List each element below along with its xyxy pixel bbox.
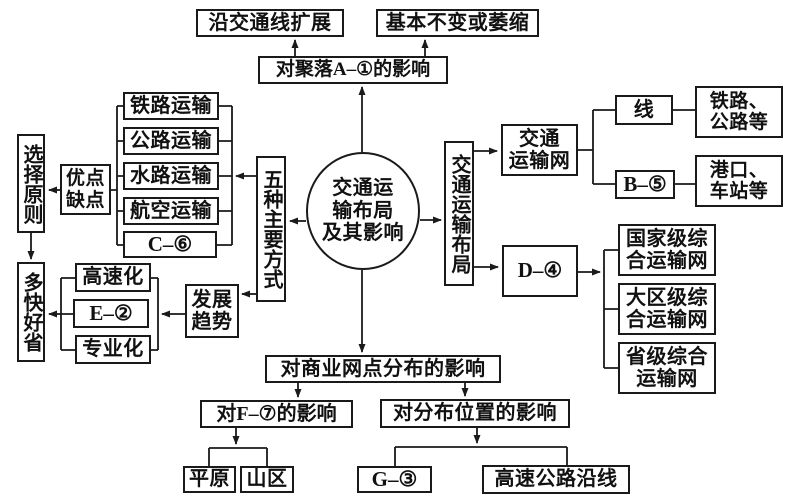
node-pros-cons: 优点 缺点 — [60, 164, 111, 215]
node-expand-along-lines: 沿交通线扩展 — [196, 9, 344, 37]
node-f7-impact: 对F–⑦的影响 — [200, 400, 353, 428]
node-port-station-etc: 港口、 车站等 — [695, 155, 783, 207]
node-high-speed: 高速化 — [75, 263, 151, 292]
node-five-modes: 五种主要方式 — [256, 156, 286, 302]
node-settlement-impact: 对聚落A–①的影响 — [258, 56, 448, 84]
node-line: 线 — [615, 95, 673, 125]
node-unchanged-or-shrink: 基本不变或萎缩 — [376, 9, 539, 37]
node-expressway: 高速公路沿线 — [482, 465, 630, 494]
node-duo-kuai-hao-sheng: 多快好省 — [17, 262, 45, 362]
node-selection-principle: 选择原则 — [17, 134, 45, 233]
node-rail-road-etc: 铁路、 公路等 — [695, 86, 783, 138]
node-e2: E–② — [73, 299, 149, 328]
node-g3: G–③ — [357, 466, 432, 493]
bracket-trends-right — [151, 277, 159, 351]
bracket-g3-expressway — [394, 446, 568, 466]
node-mountain: 山区 — [240, 466, 294, 493]
node-location-impact: 对分布位置的影响 — [380, 399, 570, 428]
node-commercial-impact: 对商业网点分布的影响 — [265, 355, 501, 383]
node-center-topic: 交通运 输布局 及其影响 — [306, 152, 420, 270]
node-water-transport: 水路运输 — [123, 162, 219, 190]
node-provincial-network: 省级综合 运输网 — [618, 342, 716, 394]
node-transport-network: 交通 运输网 — [501, 124, 578, 176]
node-c6: C–⑥ — [123, 231, 217, 258]
bracket-modes-left — [111, 105, 123, 246]
node-d4: D–④ — [502, 245, 578, 297]
bracket-modes-right — [217, 105, 233, 246]
bracket-plain-mountain — [208, 447, 268, 466]
bracket-network — [578, 109, 615, 185]
node-rail-transport: 铁路运输 — [123, 92, 219, 120]
node-national-network: 国家级综 合运输网 — [618, 224, 716, 276]
node-specialization: 专业化 — [75, 335, 151, 364]
node-road-transport: 公路运输 — [123, 127, 219, 155]
node-plain: 平原 — [183, 466, 236, 493]
node-regional-network: 大区级综 合运输网 — [618, 283, 716, 335]
node-transport-layout: 交通运输布局 — [444, 141, 474, 286]
node-air-transport: 航空运输 — [123, 197, 219, 225]
node-b5: B–⑤ — [615, 170, 675, 199]
node-dev-trend: 发展 趋势 — [185, 284, 239, 338]
bracket-d4-networks — [603, 249, 618, 369]
